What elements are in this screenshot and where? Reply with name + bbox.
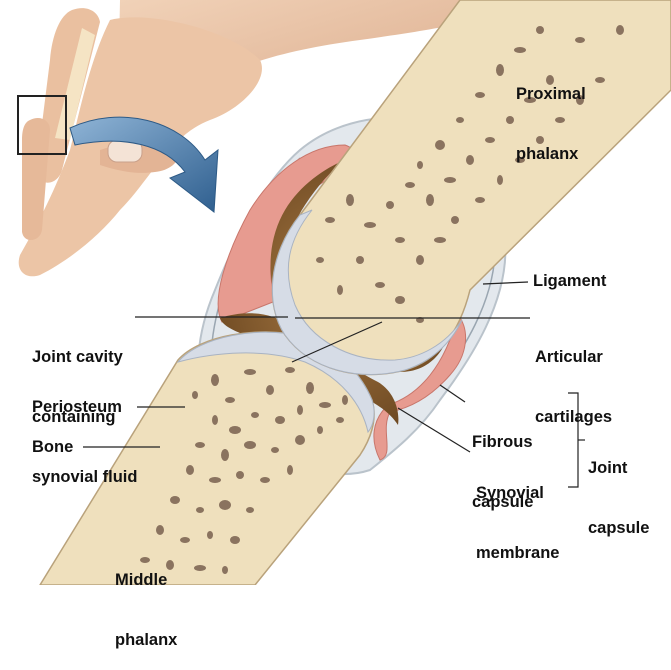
- label-joint-capsule-line2: capsule: [588, 519, 650, 537]
- hand-illustration: [17, 0, 520, 277]
- forearm: [118, 0, 520, 120]
- zoom-arrow: [69, 116, 219, 213]
- label-proximal-line2: phalanx: [516, 145, 579, 163]
- leader-ligament: [482, 281, 529, 285]
- ring-finger: [22, 118, 50, 241]
- label-articular-cartilages: Articular cartilages: [535, 307, 612, 447]
- label-fibrous-line2: capsule: [472, 493, 534, 511]
- proximal-phalanx-bone: [271, 0, 671, 376]
- label-middle-phalanx: Middle phalanx: [115, 530, 177, 670]
- label-joint-capsule-line1: Joint: [588, 459, 628, 477]
- label-bone: Bone: [32, 438, 74, 456]
- leader-articular-bottom: [291, 321, 383, 363]
- leader-synovial: [397, 407, 471, 453]
- finger-joint-diagram: [17, 0, 671, 585]
- label-periosteum: Periosteum: [32, 398, 122, 416]
- label-joint-cavity-line2: containing: [32, 408, 116, 426]
- label-joint-capsule: Joint capsule: [588, 418, 649, 558]
- label-ligament: Ligament: [533, 272, 607, 290]
- zoom-box: [17, 95, 67, 155]
- label-fibrous-capsule: Fibrous capsule: [472, 392, 533, 532]
- label-synovial-line2: membrane: [476, 544, 560, 562]
- label-fibrous-line1: Fibrous: [472, 433, 533, 451]
- label-articular-line2: cartilages: [535, 408, 613, 426]
- label-proximal-phalanx: Proximal phalanx: [516, 44, 586, 184]
- leader-fibrous: [439, 384, 466, 403]
- label-middle-line2: phalanx: [115, 631, 178, 649]
- label-synovial-membrane: Synovial membrane: [476, 443, 559, 583]
- joint-cavity-fluid: [220, 160, 452, 425]
- label-synovial-line1: Synovial: [476, 484, 544, 502]
- label-proximal-line1: Proximal: [516, 85, 586, 103]
- label-joint-cavity-line3: synovial fluid: [32, 468, 138, 486]
- label-joint-cavity: Joint cavity containing synovial fluid: [32, 307, 137, 507]
- label-joint-cavity-line1: Joint cavity: [32, 348, 123, 366]
- label-middle-line1: Middle: [115, 571, 168, 589]
- label-articular-line1: Articular: [535, 348, 603, 366]
